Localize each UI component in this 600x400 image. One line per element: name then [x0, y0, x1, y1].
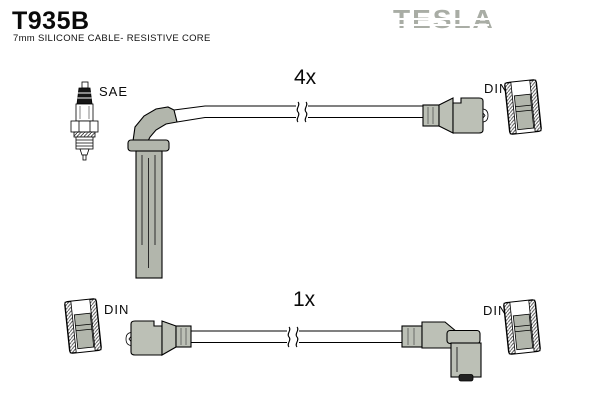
cable-break-icon: [296, 101, 308, 123]
elbow-connector-icon: [401, 321, 482, 382]
din-terminal-label-bottom-right: DIN: [483, 303, 509, 318]
straight-connector-icon: [125, 320, 192, 356]
terminal-cap-icon: [503, 78, 543, 136]
brand-logo: TESLA: [393, 7, 493, 36]
terminal-cap-icon: [502, 298, 542, 356]
straight-connector-icon: [422, 97, 489, 134]
cable-break-icon: [287, 326, 299, 348]
bottom-cable-quantity-label: 1x: [293, 288, 316, 311]
din-terminal-label-bottom-left: DIN: [104, 302, 130, 317]
logo-stripe-decoration: [393, 24, 489, 26]
ignition-cable-top: [173, 101, 423, 123]
top-cable-quantity-label: 4x: [294, 66, 317, 89]
product-description: 7mm SILICONE CABLE- RESISTIVE CORE: [13, 33, 211, 44]
spark-plug-icon: [70, 81, 99, 161]
din-terminal-label-top: DIN: [484, 81, 510, 96]
spark-plug-boot-icon: [127, 106, 178, 279]
logo-stripe-decoration: [393, 18, 489, 20]
part-number: T935B: [12, 7, 90, 35]
terminal-cap-icon: [63, 297, 103, 355]
sae-plug-end-label: SAE: [99, 84, 129, 99]
ignition-cable-bottom: [191, 326, 402, 348]
